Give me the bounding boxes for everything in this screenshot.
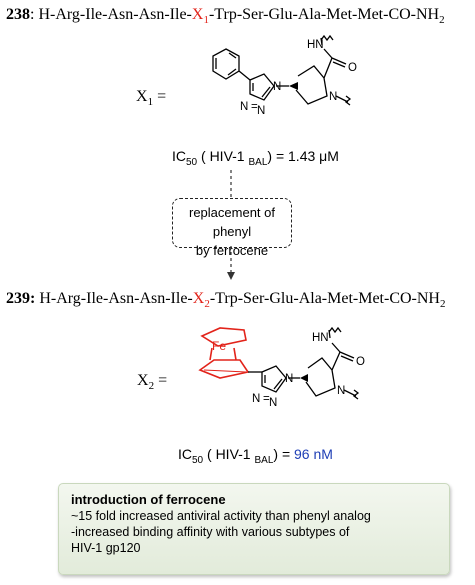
sequence-239: 239: H-Arg-Ile-Asn-Asn-Ile-X2-Trp-Ser-Gl… [6,290,446,311]
ferrocene [198,327,250,379]
pyrrolidine-ring [305,357,336,397]
connector-arrow [227,246,235,280]
atom-n3: N [240,101,248,113]
phenyl-ring [212,48,240,80]
triazole-ring [261,365,287,393]
atom-n2: N [257,105,265,117]
atom-hn: HN [312,332,329,344]
x2-label: X2 = [137,372,168,393]
atom-n-ring: N [329,91,337,103]
atom-o: O [348,62,357,74]
ferrocene-summary-box: introduction of ferrocene ~15 fold incre… [58,483,450,575]
ic50-239: IC50 ( HIV-1 BAL) = 96 nM [178,446,333,466]
replacement-line-1: replacement of phenyl [189,205,275,239]
x1-label: X1 = [136,88,167,109]
sequence-238: 238: H-Arg-Ile-Asn-Asn-Ile-X1-Trp-Ser-Gl… [6,6,445,27]
compound-number-239: 239: [6,290,36,307]
summary-line-3: HIV-1 gp120 [71,541,141,555]
summary-line-1: ~15 fold increased antiviral activity th… [71,509,371,523]
atom-n-ring: N [337,385,345,397]
summary-title: introduction of ferrocene [71,492,226,507]
connector-top [230,170,232,200]
sequence-suffix: -Trp-Ser-Glu-Ala-Met-Met-CO-NH [208,6,440,23]
ic50-value-239: 96 nM [294,446,333,462]
x2-placeholder: X2 [192,290,210,311]
structure-238-phenyl-triazole: HN O N N N N = [212,34,357,117]
replacement-line-2: by ferrocene [195,243,269,258]
compound-number-238: 238 [6,6,30,23]
ic50-238: IC50 ( HIV-1 BAL) = 1.43 μM [172,148,339,168]
structure-239-ferrocene-triazole: Fe HN O N N N N = [198,326,365,409]
svg-text:=: = [251,101,258,113]
atom-n1: N [285,373,293,385]
atom-hn: HN [307,39,324,51]
summary-line-2: -increased binding affinity with various… [71,525,350,539]
atom-n2: N [269,397,277,409]
x1-placeholder: X1 [191,6,209,27]
sequence-prefix: H-Arg-Ile-Asn-Asn-Ile- [34,6,192,23]
ic50-value-238: 1.43 μM [288,148,339,164]
atom-fe: Fe [212,339,226,353]
svg-text:=: = [263,393,270,405]
triazole-ring [249,73,275,101]
atom-n3: N [252,393,260,405]
pyrrolidine-ring [295,65,328,105]
atom-o: O [356,356,365,368]
replacement-note-box: replacement of phenyl by ferrocene [172,198,292,258]
atom-n1: N [273,81,281,93]
